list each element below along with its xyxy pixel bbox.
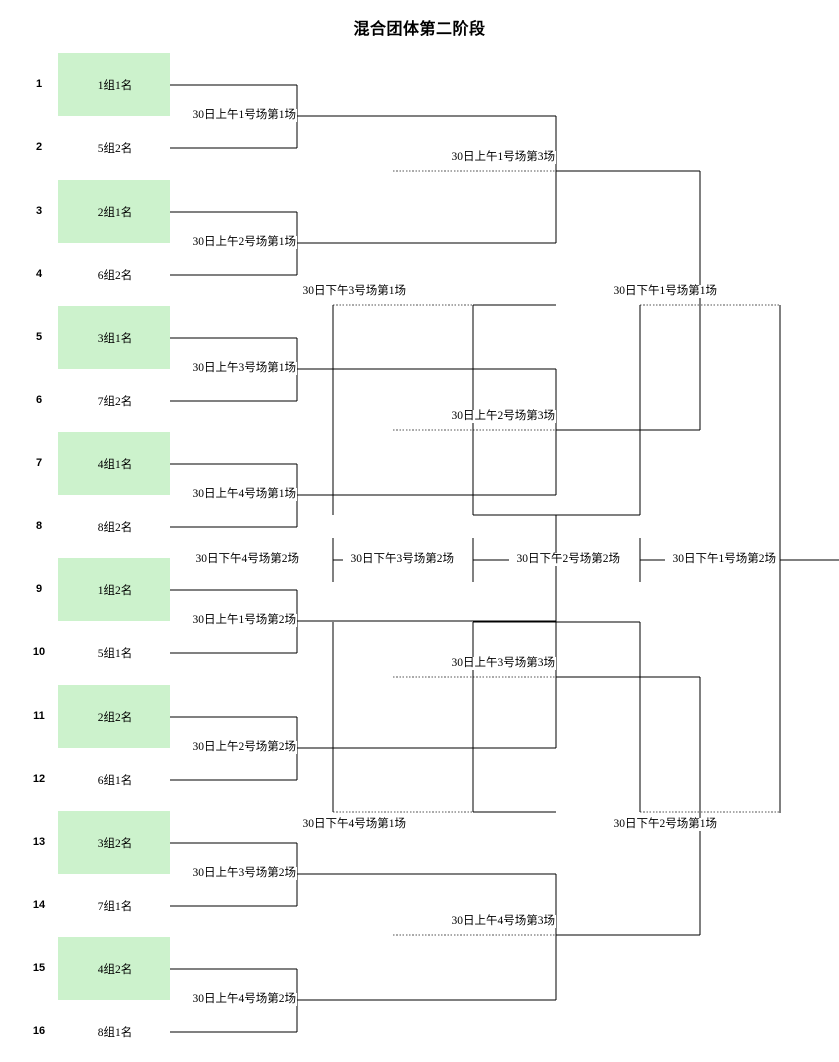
seed-number: 5 bbox=[35, 331, 43, 343]
seed-label: 1组2名 bbox=[97, 585, 133, 597]
seed-number: 3 bbox=[35, 205, 43, 217]
seed-highlight-box bbox=[58, 180, 170, 243]
round2-match-label: 30日上午1号场第3场 bbox=[444, 151, 556, 164]
page-title: 混合团体第二阶段 bbox=[353, 21, 486, 38]
seed-label: 2组2名 bbox=[97, 712, 133, 724]
round1-match-label: 30日上午3号场第1场 bbox=[185, 362, 297, 375]
round1-match-label: 30日上午4号场第2场 bbox=[185, 993, 297, 1006]
seed-label: 6组2名 bbox=[97, 270, 133, 282]
seed-number: 10 bbox=[32, 646, 46, 658]
round4-match-label: 30日下午4号场第2场 bbox=[188, 553, 300, 566]
round3-match-label: 30日下午3号场第1场 bbox=[295, 285, 407, 298]
seed-number: 16 bbox=[32, 1025, 46, 1037]
round4-match-label: 30日下午3号场第2场 bbox=[343, 553, 455, 566]
seed-number: 4 bbox=[35, 268, 43, 280]
seed-label: 1组1名 bbox=[97, 80, 133, 92]
seed-number: 14 bbox=[32, 899, 46, 911]
round2-match-label: 30日上午4号场第3场 bbox=[444, 915, 556, 928]
seed-highlight-box bbox=[58, 558, 170, 621]
round3-match-label: 30日下午4号场第1场 bbox=[295, 818, 407, 831]
seed-label: 3组1名 bbox=[97, 333, 133, 345]
round3-match-label: 30日下午1号场第1场 bbox=[606, 285, 718, 298]
seed-number: 9 bbox=[35, 583, 43, 595]
seed-label: 5组1名 bbox=[97, 648, 133, 660]
round4-match-label: 30日下午2号场第2场 bbox=[509, 553, 621, 566]
seed-number: 7 bbox=[35, 457, 43, 469]
seed-number: 13 bbox=[32, 836, 46, 848]
round3-match-label: 30日下午2号场第1场 bbox=[606, 818, 718, 831]
seed-label: 7组1名 bbox=[97, 901, 133, 913]
round2-match-label: 30日上午3号场第3场 bbox=[444, 657, 556, 670]
seed-number: 15 bbox=[32, 962, 46, 974]
seed-number: 11 bbox=[33, 710, 45, 722]
seed-label: 5组2名 bbox=[97, 143, 133, 155]
seed-highlight-box bbox=[58, 53, 170, 116]
seed-highlight-box bbox=[58, 685, 170, 748]
seed-label: 4组2名 bbox=[97, 964, 133, 976]
seed-number: 6 bbox=[35, 394, 43, 406]
seed-highlight-box bbox=[58, 432, 170, 495]
seed-label: 8组2名 bbox=[97, 522, 133, 534]
round1-match-label: 30日上午4号场第1场 bbox=[185, 488, 297, 501]
seed-label: 7组2名 bbox=[97, 396, 133, 408]
round2-match-label: 30日上午2号场第3场 bbox=[444, 410, 556, 423]
round1-match-label: 30日上午3号场第2场 bbox=[185, 867, 297, 880]
seed-label: 2组1名 bbox=[97, 207, 133, 219]
round1-match-label: 30日上午1号场第2场 bbox=[185, 614, 297, 627]
seed-label: 8组1名 bbox=[97, 1027, 133, 1039]
round4-match-label: 30日下午1号场第2场 bbox=[665, 553, 777, 566]
seed-highlight-box bbox=[58, 306, 170, 369]
round1-match-label: 30日上午1号场第1场 bbox=[185, 109, 297, 122]
seed-number: 8 bbox=[35, 520, 43, 532]
seed-label: 3组2名 bbox=[97, 838, 133, 850]
round1-match-label: 30日上午2号场第1场 bbox=[185, 236, 297, 249]
seed-highlight-box bbox=[58, 811, 170, 874]
seed-label: 4组1名 bbox=[97, 459, 133, 471]
seed-number: 1 bbox=[35, 78, 43, 90]
seed-number: 2 bbox=[35, 141, 43, 153]
seed-label: 6组1名 bbox=[97, 775, 133, 787]
seed-number: 12 bbox=[32, 773, 46, 785]
seed-highlight-box bbox=[58, 937, 170, 1000]
round1-match-label: 30日上午2号场第2场 bbox=[185, 741, 297, 754]
